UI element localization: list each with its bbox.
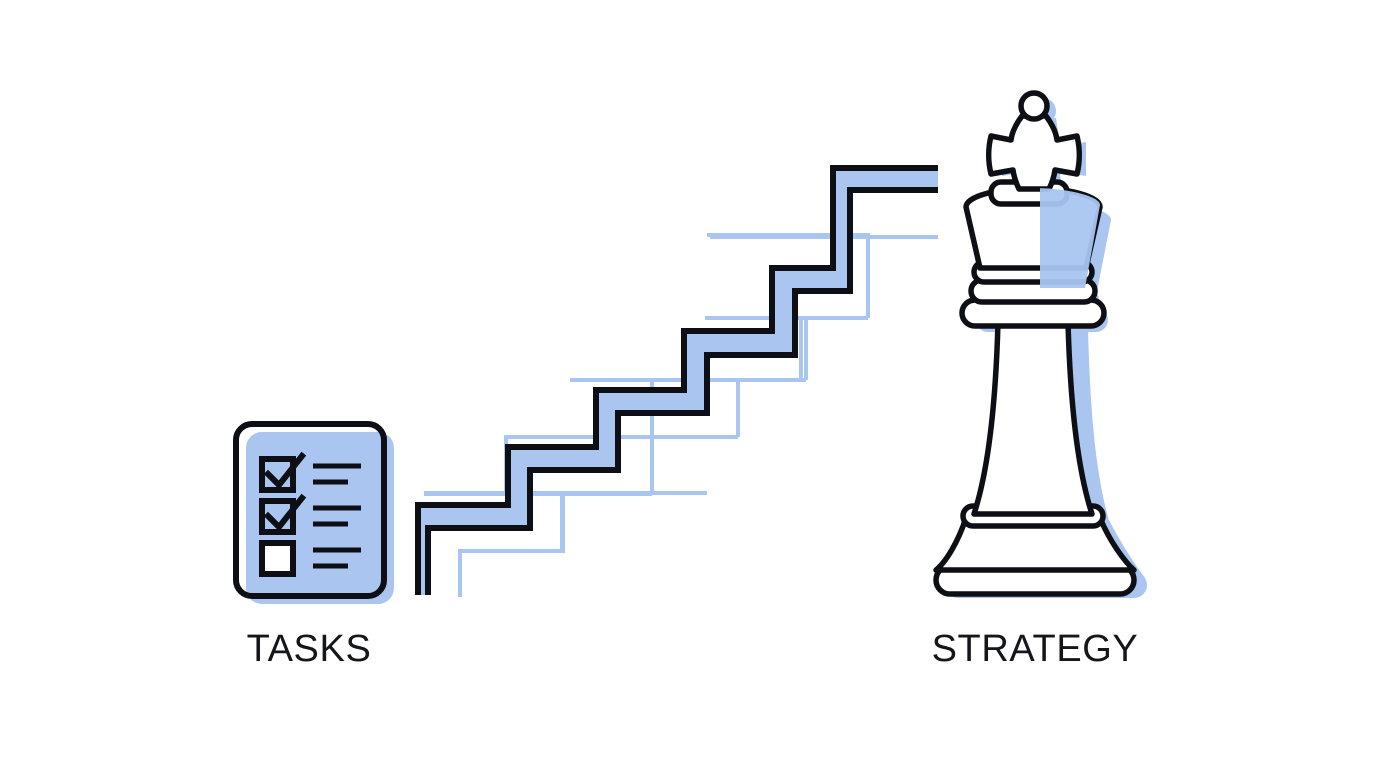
label-strategy: STRATEGY <box>932 628 1139 670</box>
staircase-graphic <box>415 165 938 597</box>
check-mark-icon <box>263 451 307 490</box>
stairs-ghost-polyline <box>424 235 938 597</box>
check-mark-icon <box>263 493 307 532</box>
checkbox-unchecked <box>259 540 296 577</box>
chess-king-icon <box>933 90 1147 598</box>
checkbox-checked <box>259 498 296 535</box>
checklist-row <box>259 540 361 577</box>
label-tasks: TASKS <box>247 628 372 670</box>
stairs-outer-stroke <box>415 165 938 595</box>
stairs-blue-band <box>418 168 938 595</box>
king-neck <box>971 319 1095 517</box>
king-ball-finial <box>1018 90 1050 122</box>
checklist-row <box>259 493 361 535</box>
stairs-inner-stroke <box>425 187 938 595</box>
king-outline-group <box>933 90 1137 597</box>
checklist-row <box>259 451 361 493</box>
king-cross-icon <box>986 113 1082 192</box>
checklist-clipboard-icon <box>233 421 394 604</box>
clipboard-outline <box>233 421 387 599</box>
checkbox-checked <box>259 456 296 493</box>
